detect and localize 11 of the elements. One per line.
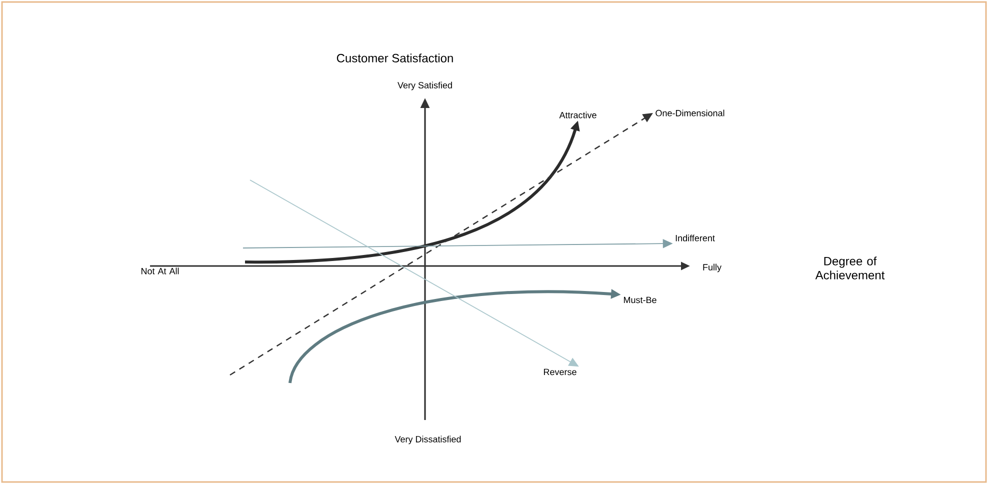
axis-label: Fully bbox=[703, 264, 722, 272]
chart-title: Customer Satisfaction bbox=[336, 54, 453, 62]
curve-label: One-Dimensional bbox=[656, 110, 724, 116]
axis-label: Not At All bbox=[142, 268, 179, 274]
curve-label: Reverse bbox=[544, 368, 576, 376]
axis-label: Degree of Achievement bbox=[815, 256, 885, 280]
curve-label: Must-Be bbox=[624, 296, 656, 304]
curve-label: Attractive bbox=[559, 112, 596, 118]
axis-label: Very Satisfied bbox=[398, 82, 452, 90]
curve-label: Indifferent bbox=[676, 234, 715, 242]
axis-label: Very Dissatisfied bbox=[394, 436, 461, 444]
